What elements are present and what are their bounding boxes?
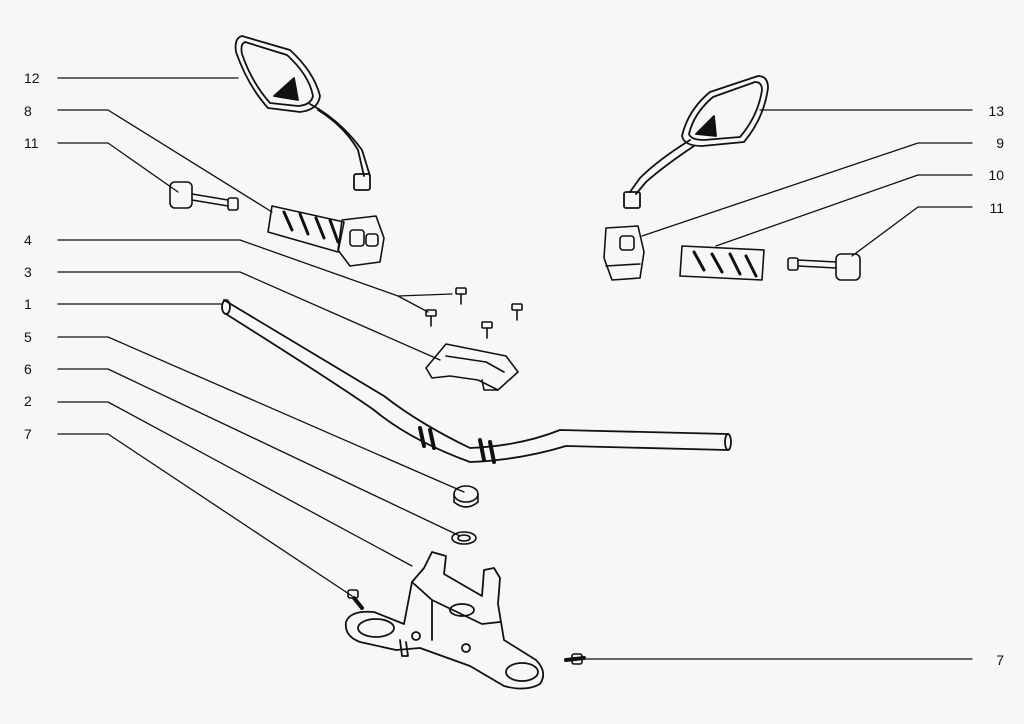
triple-clamp: [344, 551, 545, 690]
callout-label-7-right: 7: [996, 652, 1004, 668]
leader-11-left: [57, 142, 179, 193]
leader-2: [57, 401, 413, 567]
callout-label-12: 12: [24, 70, 40, 86]
leader-3: [57, 271, 441, 361]
callout-label-3: 3: [24, 264, 32, 280]
handlebar: [221, 299, 732, 464]
callout-label-2: 2: [24, 393, 32, 409]
callout-label-1: 1: [24, 296, 32, 312]
right-switch: [603, 225, 645, 281]
callout-label-11-right: 11: [989, 200, 1004, 216]
clamp-bolts: [425, 287, 523, 339]
leader-4-branch: [397, 295, 429, 313]
callout-label-7-left: 7: [24, 426, 32, 442]
left-grip-switch: [267, 205, 385, 267]
leader-10: [715, 174, 973, 247]
callout-label-4: 4: [24, 232, 32, 248]
pinch-bolt-right: [564, 653, 586, 665]
leader-lines: [57, 77, 973, 660]
right-grip: [679, 245, 765, 281]
callout-label-5: 5: [24, 329, 32, 345]
leader-7-left: [57, 433, 353, 597]
leader-8: [57, 109, 273, 213]
steering-nut: [453, 485, 479, 508]
right-bar-end-weight: [787, 253, 861, 281]
right-mirror: [623, 75, 769, 209]
leader-5: [57, 336, 465, 493]
callout-label-8: 8: [24, 103, 32, 119]
callout-label-11-left: 11: [24, 135, 39, 151]
callout-label-9: 9: [996, 135, 1004, 151]
callout-label-10: 10: [988, 167, 1004, 183]
pinch-bolt-left: [347, 589, 364, 610]
callout-label-13: 13: [988, 103, 1004, 119]
leader-11-right: [851, 206, 973, 257]
leader-6: [57, 368, 461, 537]
upper-clamp: [425, 343, 519, 391]
washer: [451, 531, 477, 545]
callout-label-6: 6: [24, 361, 32, 377]
leader-9: [641, 142, 973, 237]
left-bar-end-weight: [169, 181, 239, 211]
left-mirror: [234, 35, 371, 191]
leader-4: [57, 239, 453, 297]
